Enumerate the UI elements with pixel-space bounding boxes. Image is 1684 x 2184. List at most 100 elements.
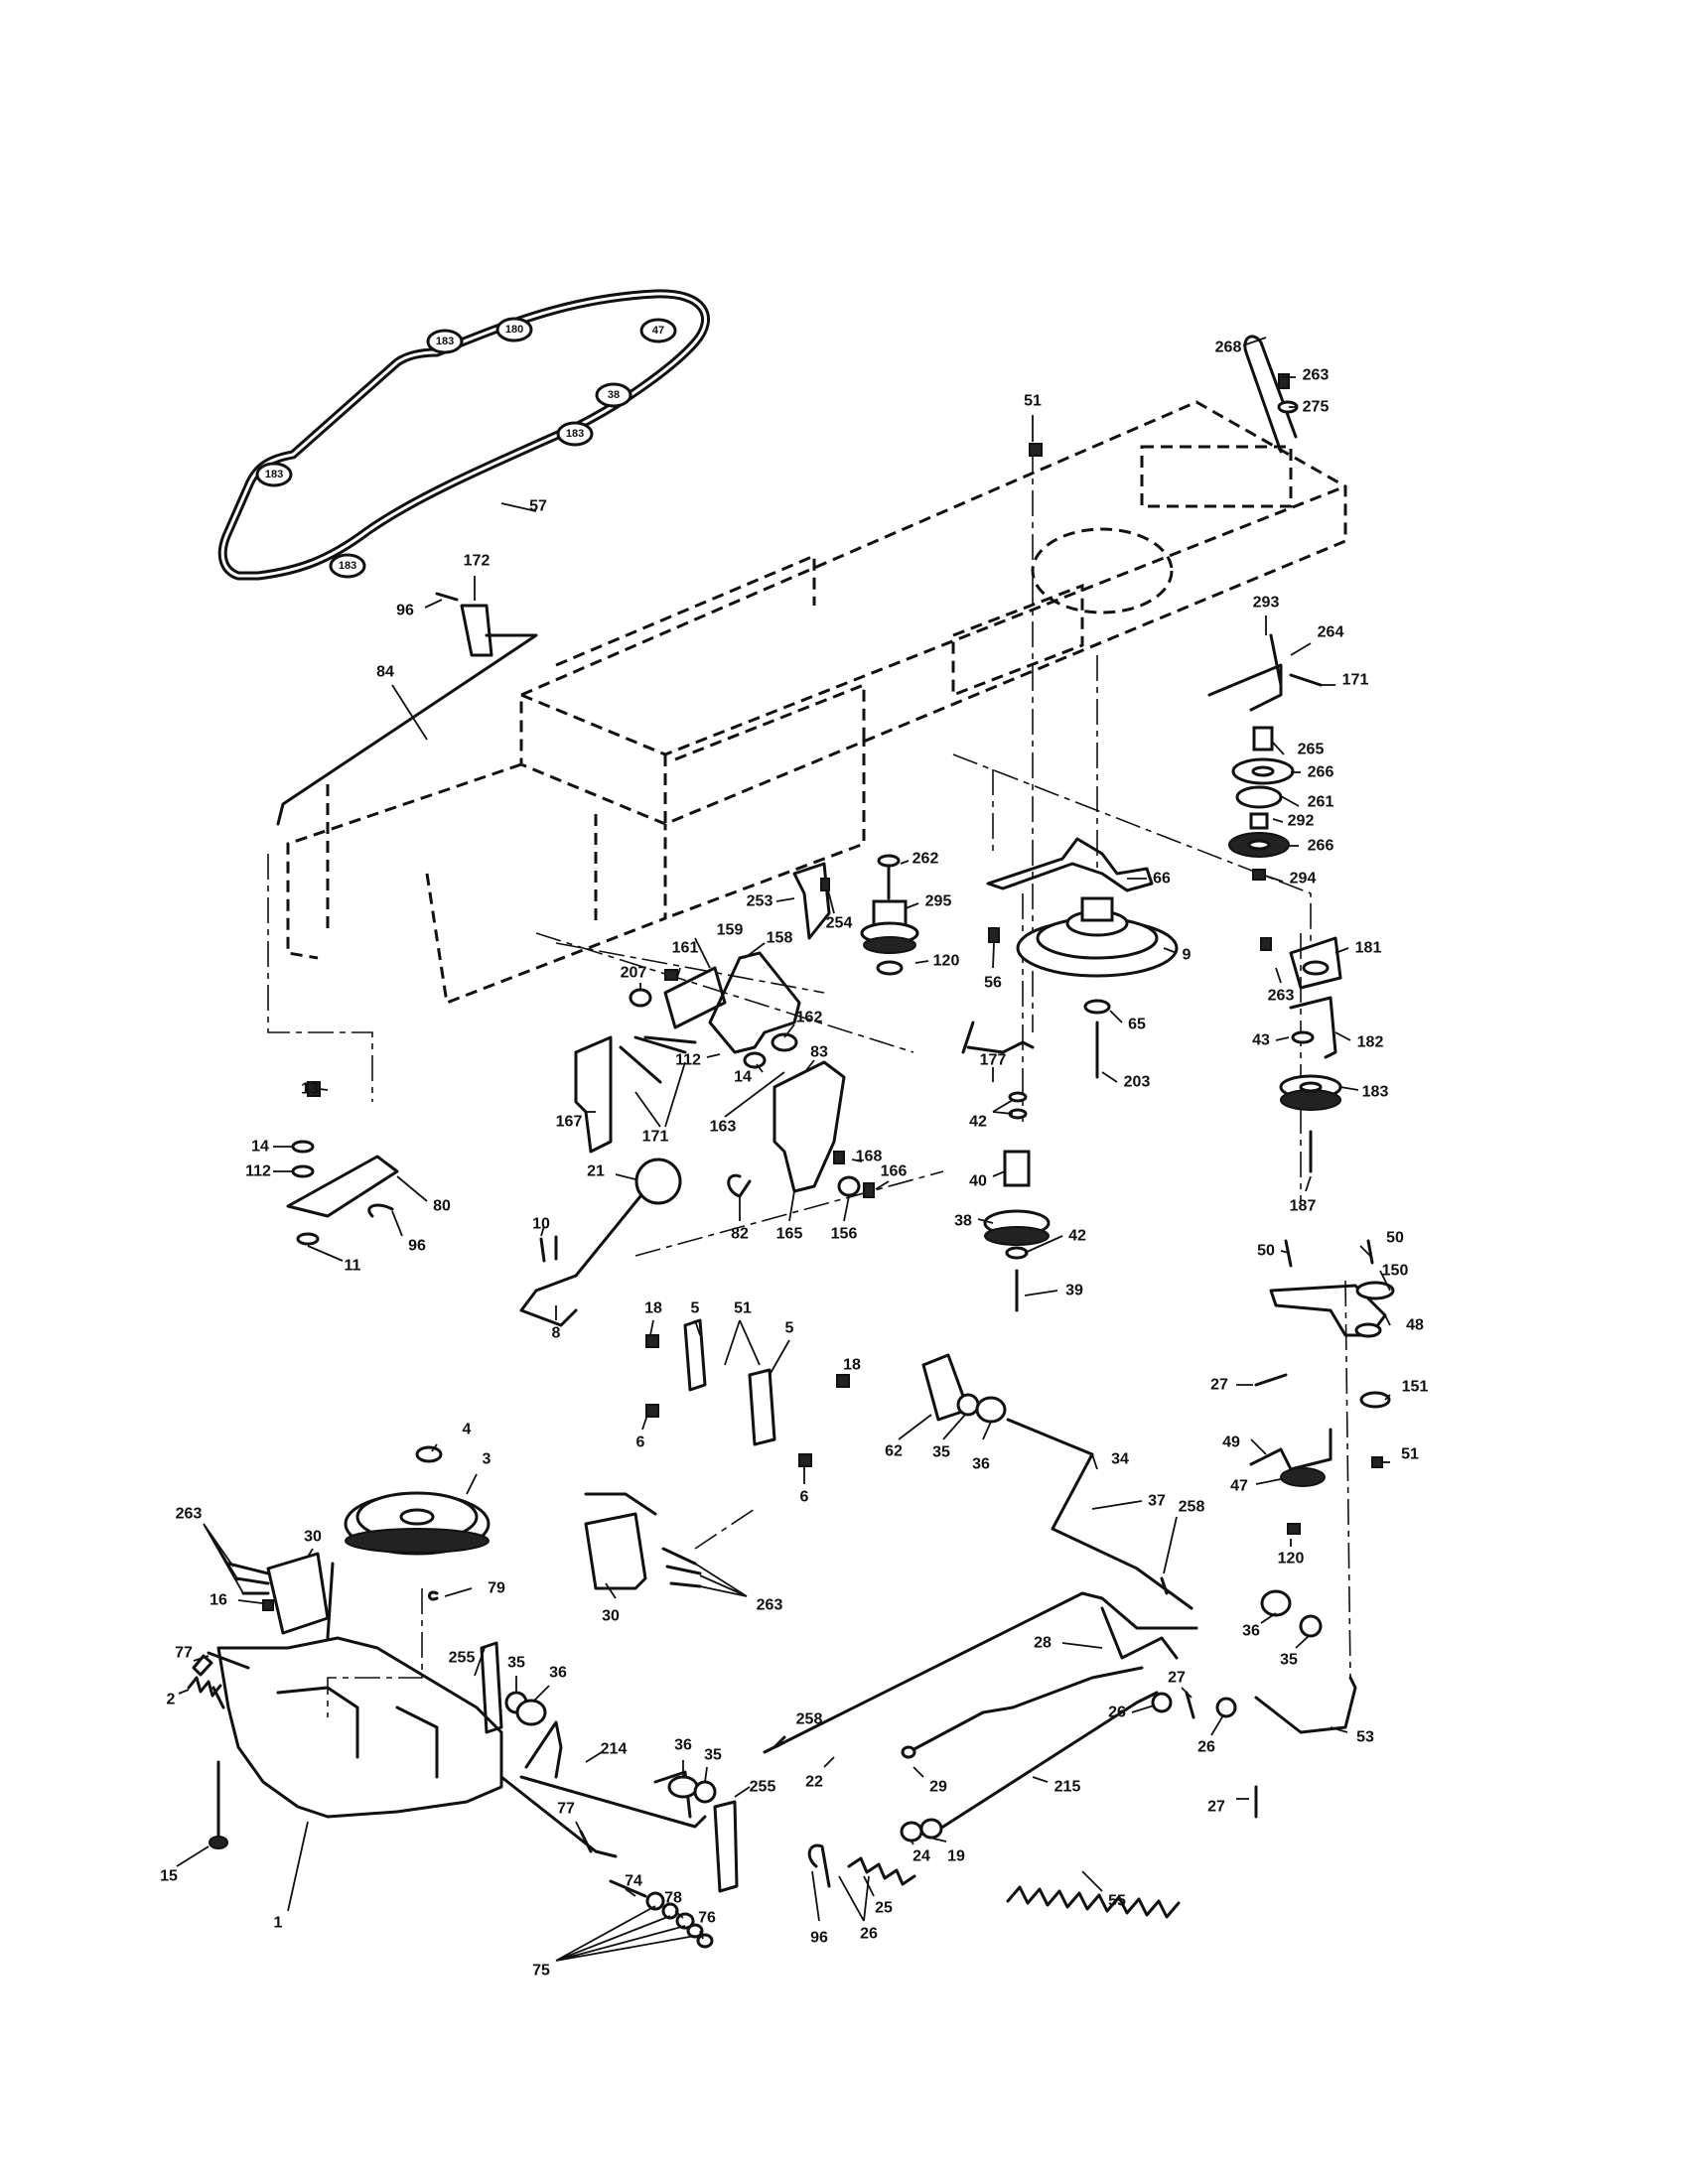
callout-53: 53 bbox=[1356, 1729, 1374, 1746]
callout-9: 9 bbox=[1183, 947, 1192, 964]
svg-text:180: 180 bbox=[505, 324, 523, 336]
svg-text:183: 183 bbox=[566, 428, 584, 440]
callout-47: 47 bbox=[1230, 1478, 1248, 1495]
callout-57: 57 bbox=[529, 498, 547, 515]
idler-bracket-48 bbox=[1249, 1239, 1395, 1535]
idler-pulley-183 bbox=[1260, 936, 1342, 1173]
callout-27: 27 bbox=[1207, 1799, 1225, 1816]
callout-151: 151 bbox=[1402, 1379, 1429, 1396]
callout-75: 75 bbox=[532, 1963, 550, 1979]
callout-263: 263 bbox=[757, 1597, 783, 1614]
callout-258: 258 bbox=[1179, 1499, 1205, 1516]
callout-80: 80 bbox=[433, 1198, 451, 1215]
callout-37: 37 bbox=[1148, 1493, 1166, 1510]
callout-77: 77 bbox=[557, 1801, 575, 1818]
svg-text:183: 183 bbox=[339, 560, 356, 572]
callout-29: 29 bbox=[929, 1779, 947, 1796]
belt-pulley-badge: 183 bbox=[426, 329, 464, 354]
belt-pulley-badge: 38 bbox=[595, 382, 632, 408]
callout-275: 275 bbox=[1303, 399, 1330, 416]
callout-25: 25 bbox=[875, 1900, 893, 1917]
callout-26: 26 bbox=[860, 1926, 878, 1943]
callout-171: 171 bbox=[1342, 672, 1369, 689]
callout-16: 16 bbox=[210, 1592, 227, 1609]
bolt-166 bbox=[863, 1182, 875, 1198]
callout-2: 2 bbox=[167, 1692, 176, 1708]
callout-5: 5 bbox=[785, 1320, 794, 1337]
callout-79: 79 bbox=[488, 1580, 505, 1597]
callout-263: 263 bbox=[1268, 988, 1295, 1005]
callout-120: 120 bbox=[1278, 1551, 1305, 1568]
leader-lines bbox=[176, 337, 1391, 1962]
belt-pulley-badge: 183 bbox=[255, 462, 293, 487]
callout-266: 266 bbox=[1308, 838, 1334, 855]
callout-36: 36 bbox=[1242, 1623, 1260, 1640]
bracket-253 bbox=[792, 862, 831, 940]
callout-35: 35 bbox=[1280, 1652, 1298, 1669]
callout-263: 263 bbox=[1303, 367, 1330, 384]
callout-161: 161 bbox=[672, 940, 699, 957]
idler-stack-right bbox=[1207, 633, 1323, 881]
washer-65 bbox=[1083, 999, 1111, 1015]
callout-171: 171 bbox=[642, 1129, 669, 1146]
pedal-bracket-165 bbox=[772, 1060, 846, 1193]
callout-48: 48 bbox=[1406, 1317, 1424, 1334]
bolts-171 bbox=[619, 1035, 687, 1084]
callout-34: 34 bbox=[1111, 1451, 1129, 1468]
bolt-56 bbox=[988, 927, 1000, 943]
callout-28: 28 bbox=[1034, 1635, 1052, 1652]
callout-14: 14 bbox=[251, 1139, 269, 1156]
callout-181: 181 bbox=[1355, 940, 1382, 957]
callout-294: 294 bbox=[1290, 871, 1317, 887]
transaxle-pulley-3 bbox=[344, 1445, 491, 1601]
hook-rod-assembly bbox=[1243, 335, 1299, 454]
callout-163: 163 bbox=[710, 1119, 737, 1136]
callout-35: 35 bbox=[507, 1655, 525, 1672]
callout-6: 6 bbox=[636, 1434, 645, 1451]
callout-5: 5 bbox=[691, 1300, 700, 1317]
callout-18: 18 bbox=[644, 1300, 662, 1317]
mounting-brackets-5 bbox=[645, 1318, 850, 1467]
svg-text:183: 183 bbox=[265, 469, 283, 480]
callout-255: 255 bbox=[750, 1779, 776, 1796]
key-77a bbox=[207, 1651, 250, 1670]
callout-6: 6 bbox=[800, 1489, 809, 1506]
spring-assembly-25 bbox=[807, 1818, 943, 1888]
callout-156: 156 bbox=[831, 1226, 858, 1243]
callout-26: 26 bbox=[1197, 1739, 1215, 1756]
callout-214: 214 bbox=[601, 1741, 628, 1758]
callout-74: 74 bbox=[625, 1873, 642, 1890]
callout-295: 295 bbox=[925, 893, 952, 910]
callout-177: 177 bbox=[980, 1052, 1007, 1069]
callout-162: 162 bbox=[796, 1010, 823, 1026]
callout-82: 82 bbox=[731, 1226, 749, 1243]
belt-pulley-badge: 183 bbox=[329, 553, 366, 579]
callout-150: 150 bbox=[1382, 1263, 1409, 1280]
callout-96: 96 bbox=[408, 1238, 426, 1255]
callout-266: 266 bbox=[1308, 764, 1334, 781]
belt-pulley-badge: 47 bbox=[639, 318, 677, 343]
drive-belt bbox=[217, 289, 710, 581]
callout-43: 43 bbox=[1252, 1032, 1270, 1049]
rockshaft-34 bbox=[921, 1353, 1193, 1610]
callout-62: 62 bbox=[885, 1443, 903, 1460]
callout-50: 50 bbox=[1257, 1243, 1275, 1260]
callout-158: 158 bbox=[767, 930, 793, 947]
callout-78: 78 bbox=[664, 1890, 682, 1907]
callout-255: 255 bbox=[449, 1650, 476, 1667]
callout-96: 96 bbox=[396, 603, 414, 619]
callout-183: 183 bbox=[1362, 1084, 1389, 1101]
callout-19: 19 bbox=[947, 1848, 965, 1865]
callout-21: 21 bbox=[587, 1163, 605, 1180]
callout-51: 51 bbox=[1024, 393, 1042, 410]
callout-83: 83 bbox=[810, 1044, 828, 1061]
callout-65: 65 bbox=[1128, 1017, 1146, 1033]
wire-bracket-66 bbox=[986, 837, 1154, 892]
callout-22: 22 bbox=[805, 1774, 823, 1791]
callout-254: 254 bbox=[826, 915, 853, 932]
callout-120: 120 bbox=[933, 953, 960, 970]
washer-36-right bbox=[1260, 1589, 1292, 1617]
callout-76: 76 bbox=[698, 1910, 716, 1927]
rod-53 bbox=[1254, 1676, 1357, 1734]
callout-18: 18 bbox=[843, 1357, 861, 1374]
